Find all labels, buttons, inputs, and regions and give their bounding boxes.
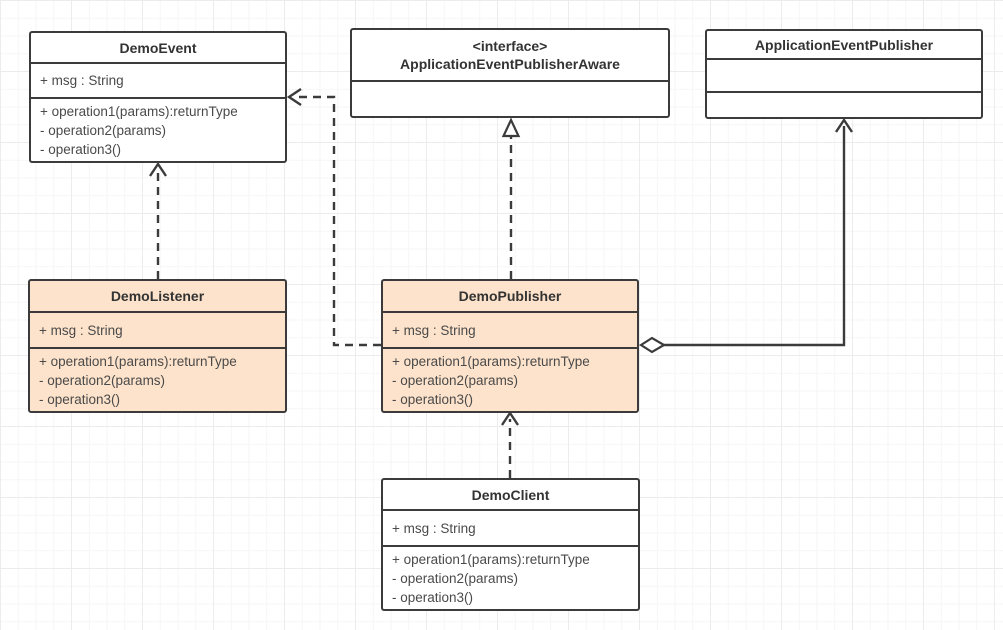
attribute-row: + msg : String	[40, 73, 124, 88]
operation-row: - operation2(params)	[392, 373, 519, 388]
class-box-demo-publisher[interactable]: DemoPublisher + msg : String + operation…	[381, 279, 639, 413]
hollow-diamond-icon	[638, 336, 667, 354]
operation-row: - operation2(params)	[40, 123, 167, 138]
operation-row: + operation1(params):returnType	[39, 354, 237, 369]
class-name: DemoListener	[110, 288, 205, 304]
class-box-application-event-publisher-aware[interactable]: <interface> ApplicationEventPublisherAwa…	[350, 28, 670, 118]
operations-section: + operation1(params):returnType - operat…	[383, 545, 638, 609]
operation-row: + operation1(params):returnType	[392, 552, 590, 567]
class-name-label: ApplicationEventPublisherAware	[400, 56, 620, 72]
operation-row: - operation3()	[39, 392, 121, 407]
empty-attributes-section	[707, 58, 981, 91]
edge-demopublisher-applicationeventpublisher-aggregation[interactable]	[638, 117, 853, 354]
operation-row: - operation2(params)	[392, 571, 519, 586]
attribute-row: + msg : String	[39, 322, 123, 338]
class-name: DemoEvent	[119, 39, 197, 56]
class-box-demo-client[interactable]: DemoClient + msg : String + operation1(p…	[381, 478, 640, 611]
class-name: DemoPublisher	[458, 288, 562, 304]
attributes-section: + msg : String	[383, 311, 637, 347]
attributes-section: + msg : String	[31, 62, 285, 97]
attributes-section: + msg : String	[30, 311, 285, 347]
open-arrowhead-icon	[835, 117, 853, 133]
class-name: ApplicationEventPublisher	[754, 36, 934, 53]
empty-operations-section	[707, 91, 981, 117]
class-name: <interface> ApplicationEventPublisherAwa…	[352, 30, 668, 80]
attribute-row: + msg : String	[392, 520, 476, 536]
open-arrowhead-icon	[149, 161, 167, 177]
edge-demolistener-demoevent[interactable]	[149, 161, 167, 279]
operation-row: - operation3()	[392, 392, 474, 407]
operation-row: + operation1(params):returnType	[40, 104, 238, 119]
edge-demopublisher-aware-realization[interactable]	[501, 117, 521, 279]
edge-democlient-demopublisher[interactable]	[501, 410, 519, 478]
operation-row: - operation2(params)	[39, 373, 166, 388]
operations-section: + operation1(params):returnType - operat…	[30, 347, 285, 411]
class-box-demo-listener[interactable]: DemoListener + msg : String + operation1…	[28, 279, 287, 413]
hollow-triangle-arrowhead-icon	[501, 117, 521, 138]
operations-section: + operation1(params):returnType - operat…	[383, 347, 637, 411]
operation-row: + operation1(params):returnType	[392, 354, 590, 369]
attributes-section: + msg : String	[383, 509, 638, 545]
open-arrowhead-icon	[501, 410, 519, 426]
operation-row: - operation3()	[392, 590, 474, 605]
stereotype-label: <interface>	[472, 38, 548, 54]
class-box-demo-event[interactable]: DemoEvent + msg : String + operation1(pa…	[29, 31, 287, 163]
class-name: DemoClient	[471, 486, 550, 503]
attribute-row: + msg : String	[392, 322, 476, 338]
edge-demopublisher-demoevent[interactable]	[286, 88, 381, 347]
class-box-application-event-publisher[interactable]: ApplicationEventPublisher	[705, 29, 983, 119]
operation-row: - operation3()	[40, 142, 122, 157]
open-arrowhead-icon	[286, 88, 302, 106]
operations-section: + operation1(params):returnType - operat…	[31, 97, 285, 161]
empty-members-section	[352, 80, 668, 116]
